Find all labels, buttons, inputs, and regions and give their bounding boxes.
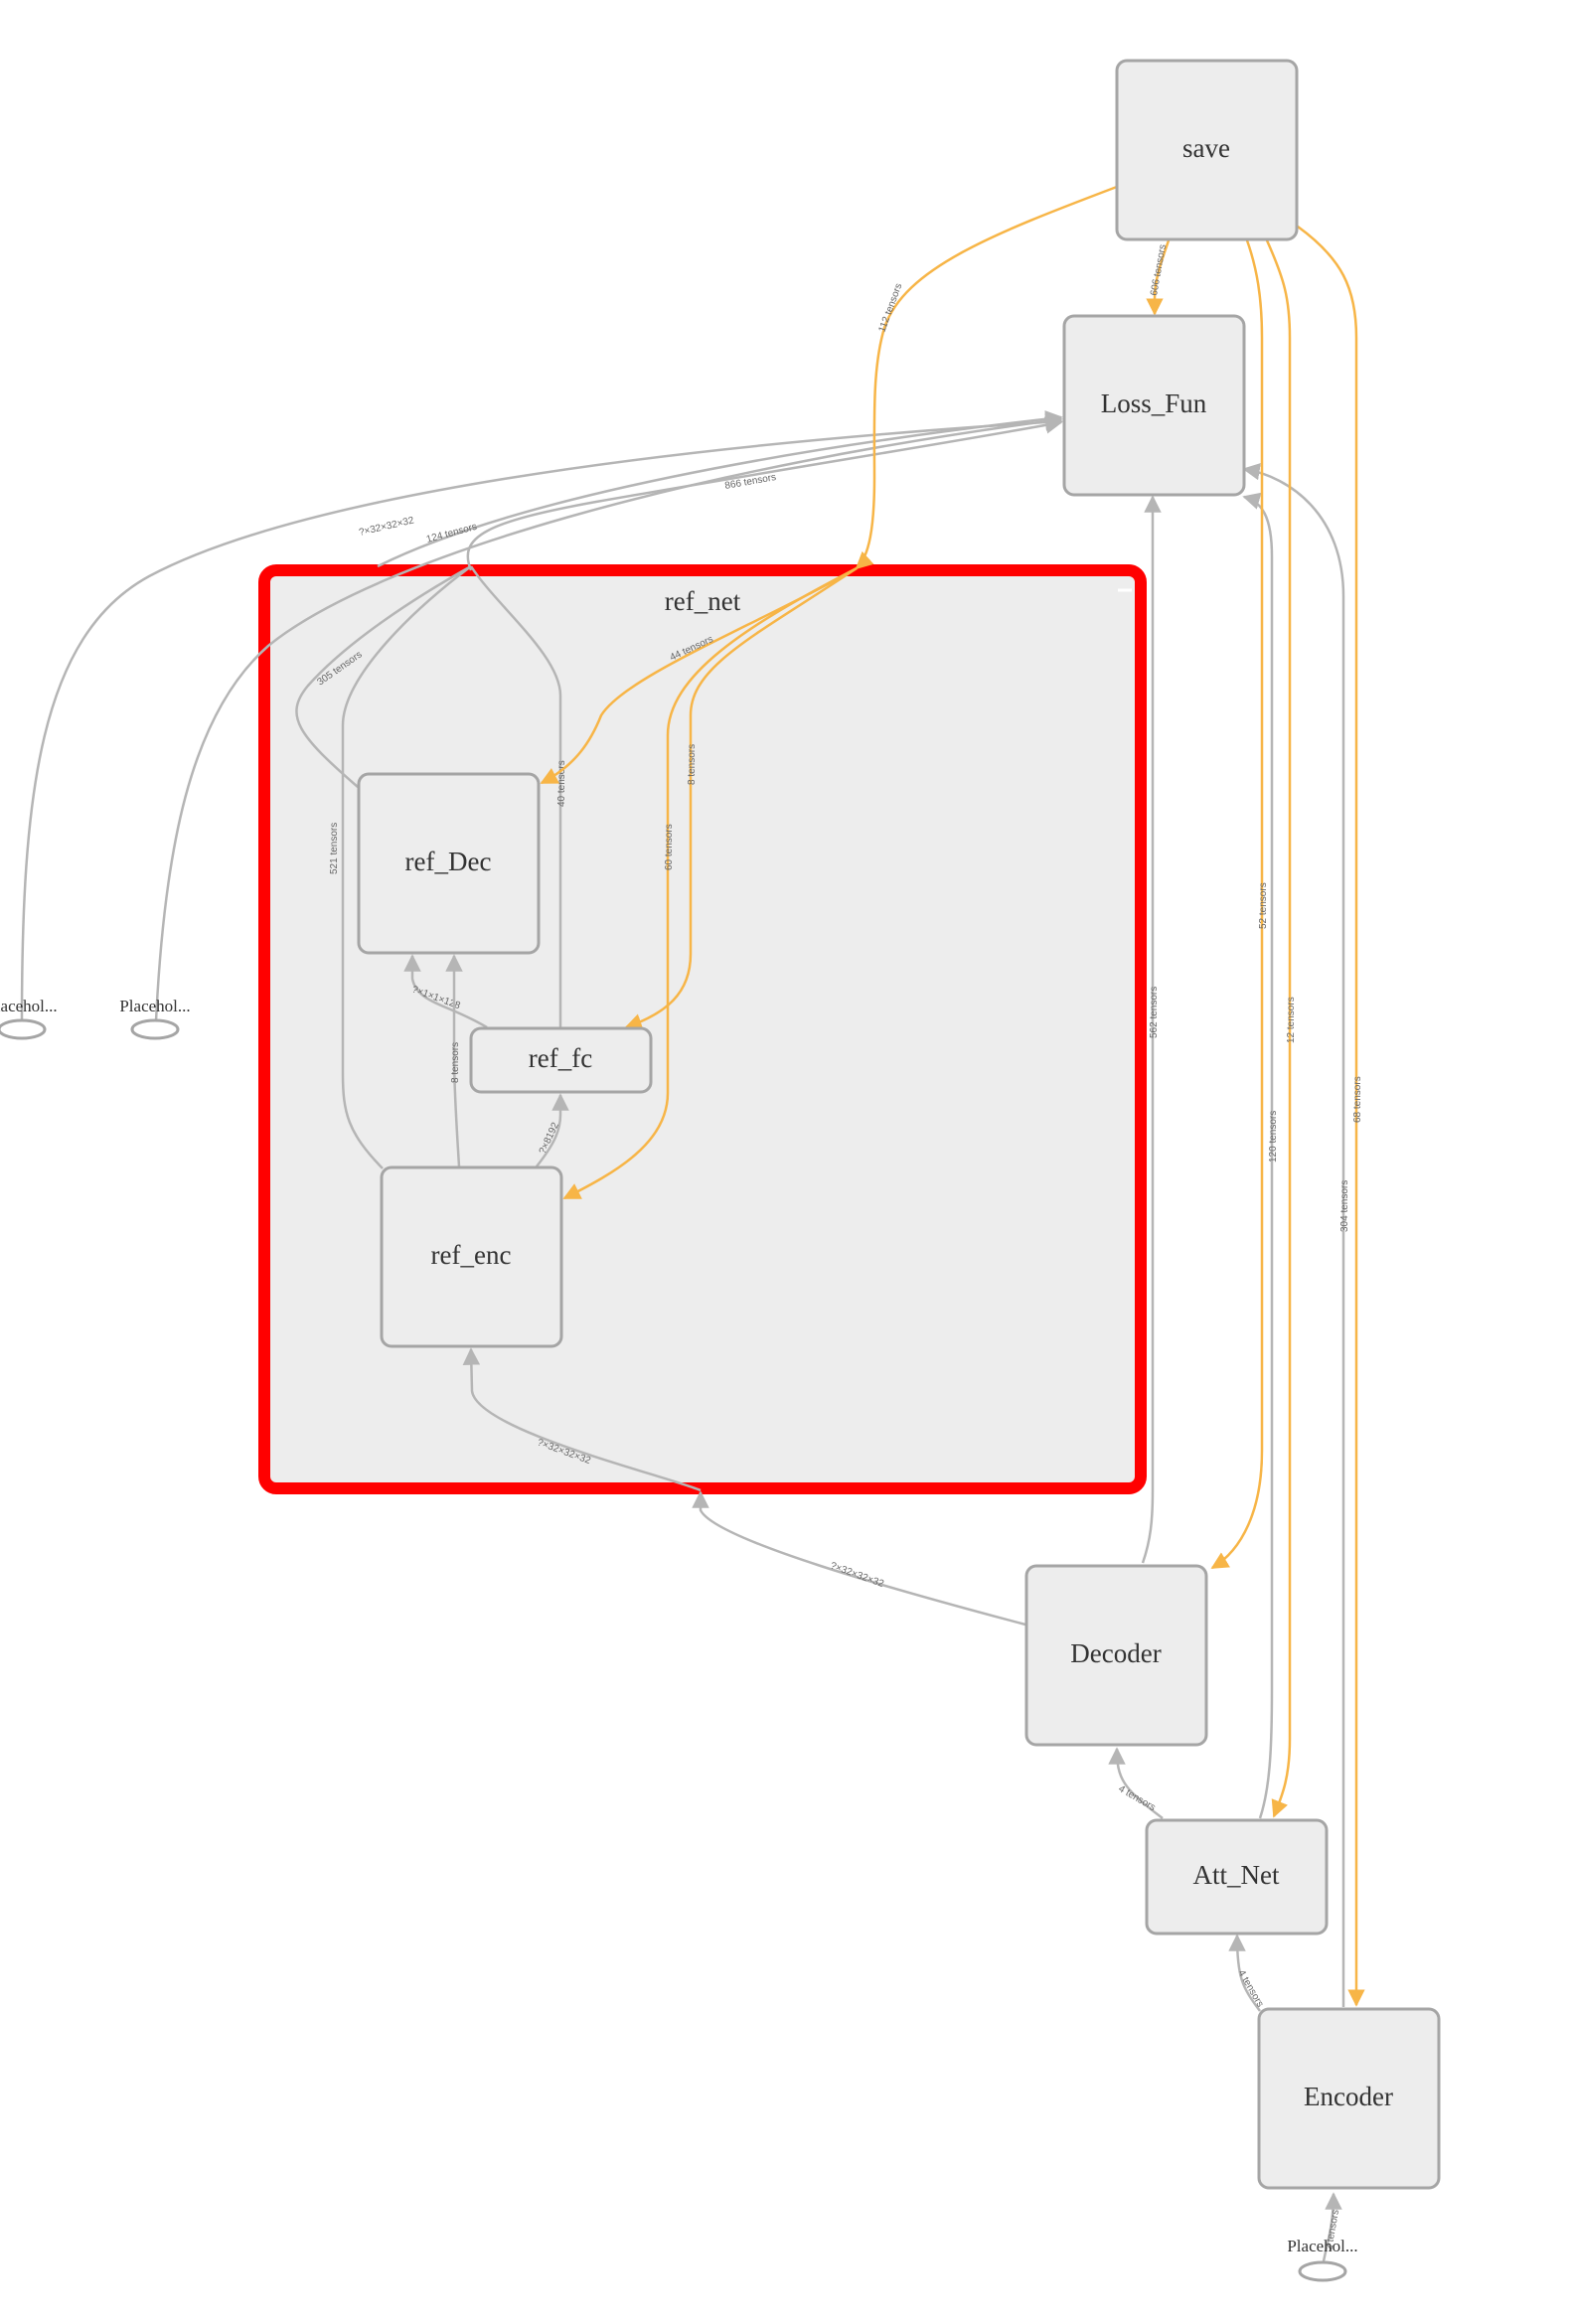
edge-ph3-encoder: [1322, 2192, 1342, 2262]
node-loss-fun-box[interactable]: [1062, 314, 1246, 497]
edge-label-decoder-refnet: ?×32×32×32: [829, 1560, 885, 1590]
node-ref-enc-box[interactable]: [380, 1165, 563, 1348]
edge-label-save-attnet: 12 tensors: [1286, 997, 1297, 1043]
node-ref-fc-label: ref_fc: [529, 1043, 592, 1073]
edge-save-refnet: [855, 185, 1118, 570]
edge-ph2-loss: [154, 412, 1063, 1022]
edge-label-ph1-loss: ?×32×32×32: [358, 515, 415, 539]
edge-label-attnet-loss: 120 tensors: [1268, 1111, 1279, 1162]
edge-refnet-refdec: [540, 566, 858, 785]
placeholder-2[interactable]: Placehol...: [119, 997, 191, 1040]
node-encoder[interactable]: Encoder: [1257, 2007, 1441, 2190]
node-encoder-box[interactable]: [1257, 2007, 1441, 2190]
node-save[interactable]: save: [1115, 59, 1299, 241]
node-ref-fc[interactable]: ref_fc: [469, 1026, 653, 1094]
edge-label-refenc-up: 521 tensors: [329, 823, 340, 874]
edge-encoder-attnet: [1228, 1934, 1262, 2012]
edge-ph1-loss: [20, 413, 1063, 1022]
node-ref-enc[interactable]: ref_enc: [380, 1165, 563, 1348]
edge-label-orange-refenc: 60 tensors: [664, 824, 675, 870]
node-save-box[interactable]: [1115, 59, 1299, 241]
edge-refnet-refenc: [462, 1347, 702, 1492]
edge-label-save-decoder: 52 tensors: [1258, 882, 1269, 929]
edge-save-attnet: [1265, 239, 1292, 1818]
edge-refnet-loss-b: [466, 416, 1063, 571]
node-ref-enc-label: ref_enc: [431, 1240, 512, 1270]
edge-reffc-bus: [469, 565, 562, 1027]
edge-attnet-loss: [1242, 492, 1274, 1819]
placeholder-1[interactable]: Placehol...: [0, 997, 58, 1040]
group-ref-net[interactable]: ref_net: [258, 564, 1147, 1494]
edge-save-encoder: [1297, 225, 1365, 2007]
edge-refnet-refenc-orange: [562, 566, 858, 1200]
placeholder-2-icon[interactable]: [130, 1018, 180, 1040]
placeholder-3-label: Placehol...: [1287, 2237, 1357, 2255]
group-ref-net-box[interactable]: [258, 564, 1147, 1494]
edge-attnet-decoder: [1108, 1747, 1164, 1819]
edge-refnet-reffc-orange: [624, 566, 858, 1031]
edge-refnet-loss-a: [377, 410, 1063, 568]
edge-refenc-reffc: [536, 1093, 569, 1167]
edge-reffc-refdec: [403, 954, 488, 1029]
edge-refdec-bus: [295, 564, 472, 788]
group-ref-net-label: ref_net: [665, 586, 741, 616]
node-ref-dec[interactable]: ref_Dec: [357, 772, 541, 955]
edge-label-save-encoder: 68 tensors: [1352, 1076, 1363, 1123]
edge-refenc-refdec: [445, 954, 463, 1167]
edge-label-encoder-attnet: 4 tensors: [1235, 1968, 1265, 2009]
node-ref-dec-label: ref_Dec: [405, 847, 492, 876]
placeholder-1-icon[interactable]: [0, 1018, 47, 1040]
node-ref-dec-box[interactable]: [357, 772, 541, 955]
node-ref-fc-box[interactable]: [469, 1026, 653, 1094]
placeholder-3-icon[interactable]: [1298, 2260, 1347, 2282]
edge-label-reffc-up: 40 tensors: [556, 760, 567, 807]
placeholder-1-label: Placehol...: [0, 997, 58, 1015]
edge-label-attnet-decoder: 4 tensors: [1117, 1783, 1158, 1813]
node-decoder-label: Decoder: [1070, 1638, 1161, 1668]
node-loss-fun-label: Loss_Fun: [1101, 388, 1207, 418]
node-att-net-label: Att_Net: [1193, 1860, 1280, 1890]
edge-save-decoder: [1210, 239, 1264, 1570]
edge-label-refnet-loss-a: 124 tensors: [425, 522, 478, 545]
placeholder-2-label: Placehol...: [119, 997, 190, 1015]
edge-encoder-loss: [1242, 462, 1345, 2007]
edge-label-orange-reffc: 8 tensors: [687, 744, 698, 785]
node-att-net[interactable]: Att_Net: [1145, 1818, 1329, 1936]
node-encoder-label: Encoder: [1304, 2082, 1393, 2111]
edge-save-loss: [1146, 239, 1171, 316]
placeholder-3[interactable]: Placehol...: [1287, 2237, 1358, 2282]
node-loss-fun[interactable]: Loss_Fun: [1062, 314, 1246, 497]
edge-label-decoder-loss: 562 tensors: [1149, 987, 1160, 1038]
edge-decoder-refnet: [692, 1490, 1026, 1627]
node-decoder-box[interactable]: [1024, 1564, 1208, 1747]
edge-label-refenc-refdec: 8 tensors: [450, 1042, 461, 1083]
node-decoder[interactable]: Decoder: [1024, 1564, 1208, 1747]
edge-refenc-bus: [341, 564, 472, 1169]
node-save-label: save: [1182, 133, 1230, 163]
edge-label-save-loss: 606 tensors: [1149, 243, 1169, 296]
edge-label-encoder-loss: 304 tensors: [1339, 1180, 1350, 1232]
edge-label-save-refnet: 112 tensors: [876, 282, 904, 334]
edge-decoder-loss: [1141, 495, 1162, 1564]
node-att-net-box[interactable]: [1145, 1818, 1329, 1936]
